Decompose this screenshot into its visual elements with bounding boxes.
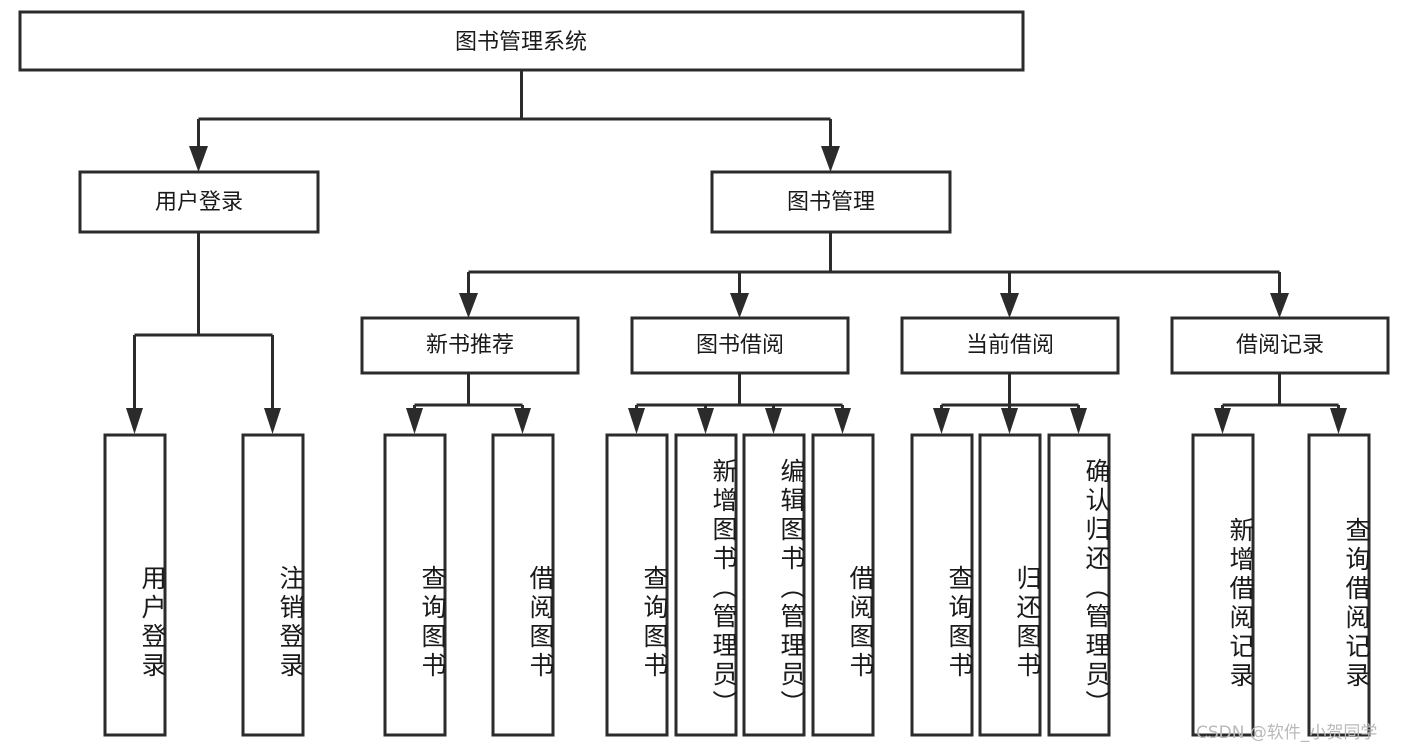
user-login-label: 用户登录 — [155, 190, 243, 215]
connector-group-new-book-to-leaves — [406, 373, 531, 434]
connector-group-borrow-record-to-leaves — [1214, 373, 1347, 434]
leaf-box-bb-edit-book[interactable] — [742, 433, 806, 737]
node-root-book-management-system[interactable]: 图书管理系统 — [18, 10, 1025, 72]
borrow-record-box[interactable] — [1170, 316, 1390, 375]
user-login-box[interactable] — [78, 170, 320, 234]
current-borrow-box[interactable] — [900, 316, 1120, 375]
root-label: 图书管理系统 — [455, 30, 587, 55]
connector-group-book-borrow-to-leaves — [628, 373, 851, 434]
arrow-head-leaf-query-book-1 — [406, 408, 423, 434]
leaf-box-nb-query-book[interactable] — [383, 433, 447, 737]
leaf-box-cb-query-book[interactable] — [910, 433, 974, 737]
arrow-head-leaf-confirm-return — [1070, 408, 1087, 434]
leaf-box-user-login[interactable] — [103, 433, 167, 737]
leaf-box-bb-query-book[interactable] — [605, 433, 669, 737]
csdn-watermark: CSDN @软件_小贺同学 — [1196, 723, 1378, 743]
current-borrow-label: 当前借阅 — [966, 333, 1054, 358]
arrow-head-user-login — [189, 146, 208, 172]
borrow-record-label: 借阅记录 — [1236, 333, 1324, 358]
leaf-boxes-user-login — [103, 433, 305, 737]
node-borrow-record[interactable]: 借阅记录 — [1170, 316, 1390, 375]
book-management-box[interactable] — [710, 170, 952, 234]
arrow-head-leaf-edit-book — [765, 408, 782, 434]
arrow-head-leaf-add-record — [1214, 408, 1231, 434]
leaf-boxes-book-borrow — [605, 433, 875, 737]
arrow-head-leaf-query-book-3 — [933, 408, 950, 434]
leaf-box-br-add-record[interactable] — [1191, 433, 1255, 737]
leaf-box-nb-borrow-book[interactable] — [491, 433, 555, 737]
arrow-head-current-borrow — [1000, 293, 1019, 318]
leaf-box-logout[interactable] — [241, 433, 305, 737]
arrow-head-leaf-borrow-book-2 — [834, 408, 851, 434]
connector-group-root-to-level2 — [189, 70, 840, 172]
arrow-head-new-book — [459, 293, 478, 318]
leaf-boxes-current-borrow — [910, 433, 1111, 737]
arrow-head-borrow-record — [1270, 293, 1289, 318]
arrow-head-leaf-logout — [264, 408, 281, 434]
arrow-head-leaf-user-login — [126, 408, 143, 434]
arrow-head-leaf-query-record — [1330, 408, 1347, 434]
book-borrow-box[interactable] — [630, 316, 850, 375]
arrow-head-book-management — [821, 146, 840, 172]
node-user-login[interactable]: 用户登录 — [78, 170, 320, 234]
root-box[interactable] — [18, 10, 1025, 72]
book-borrow-label: 图书借阅 — [696, 333, 784, 358]
node-book-borrow[interactable]: 图书借阅 — [630, 316, 850, 375]
new-book-recommend-box[interactable] — [360, 316, 580, 375]
arrow-head-leaf-return-book — [1001, 408, 1018, 434]
leaf-box-br-query-record[interactable] — [1307, 433, 1371, 737]
node-current-borrow[interactable]: 当前借阅 — [900, 316, 1120, 375]
new-book-recommend-label: 新书推荐 — [426, 333, 514, 358]
connector-group-current-borrow-to-leaves — [933, 373, 1087, 434]
book-management-label: 图书管理 — [787, 190, 875, 215]
leaf-box-bb-borrow-book[interactable] — [811, 433, 875, 737]
arrow-head-leaf-add-book — [697, 408, 714, 434]
arrow-head-leaf-borrow-book-1 — [514, 408, 531, 434]
node-new-book-recommend[interactable]: 新书推荐 — [360, 316, 580, 375]
arrow-head-leaf-query-book-2 — [628, 408, 645, 434]
leaf-boxes-borrow-record — [1191, 433, 1371, 737]
node-book-management[interactable]: 图书管理 — [710, 170, 952, 234]
leaf-box-cb-confirm-return[interactable] — [1047, 433, 1111, 737]
leaf-boxes-new-book-recommend — [383, 433, 555, 737]
leaf-box-bb-add-book[interactable] — [674, 433, 738, 737]
connector-group-book-management-to-level3 — [459, 232, 1289, 318]
arrow-head-book-borrow — [730, 293, 749, 318]
leaf-box-cb-return-book[interactable] — [978, 433, 1042, 737]
connector-group-user-login-to-leaves — [126, 232, 281, 434]
